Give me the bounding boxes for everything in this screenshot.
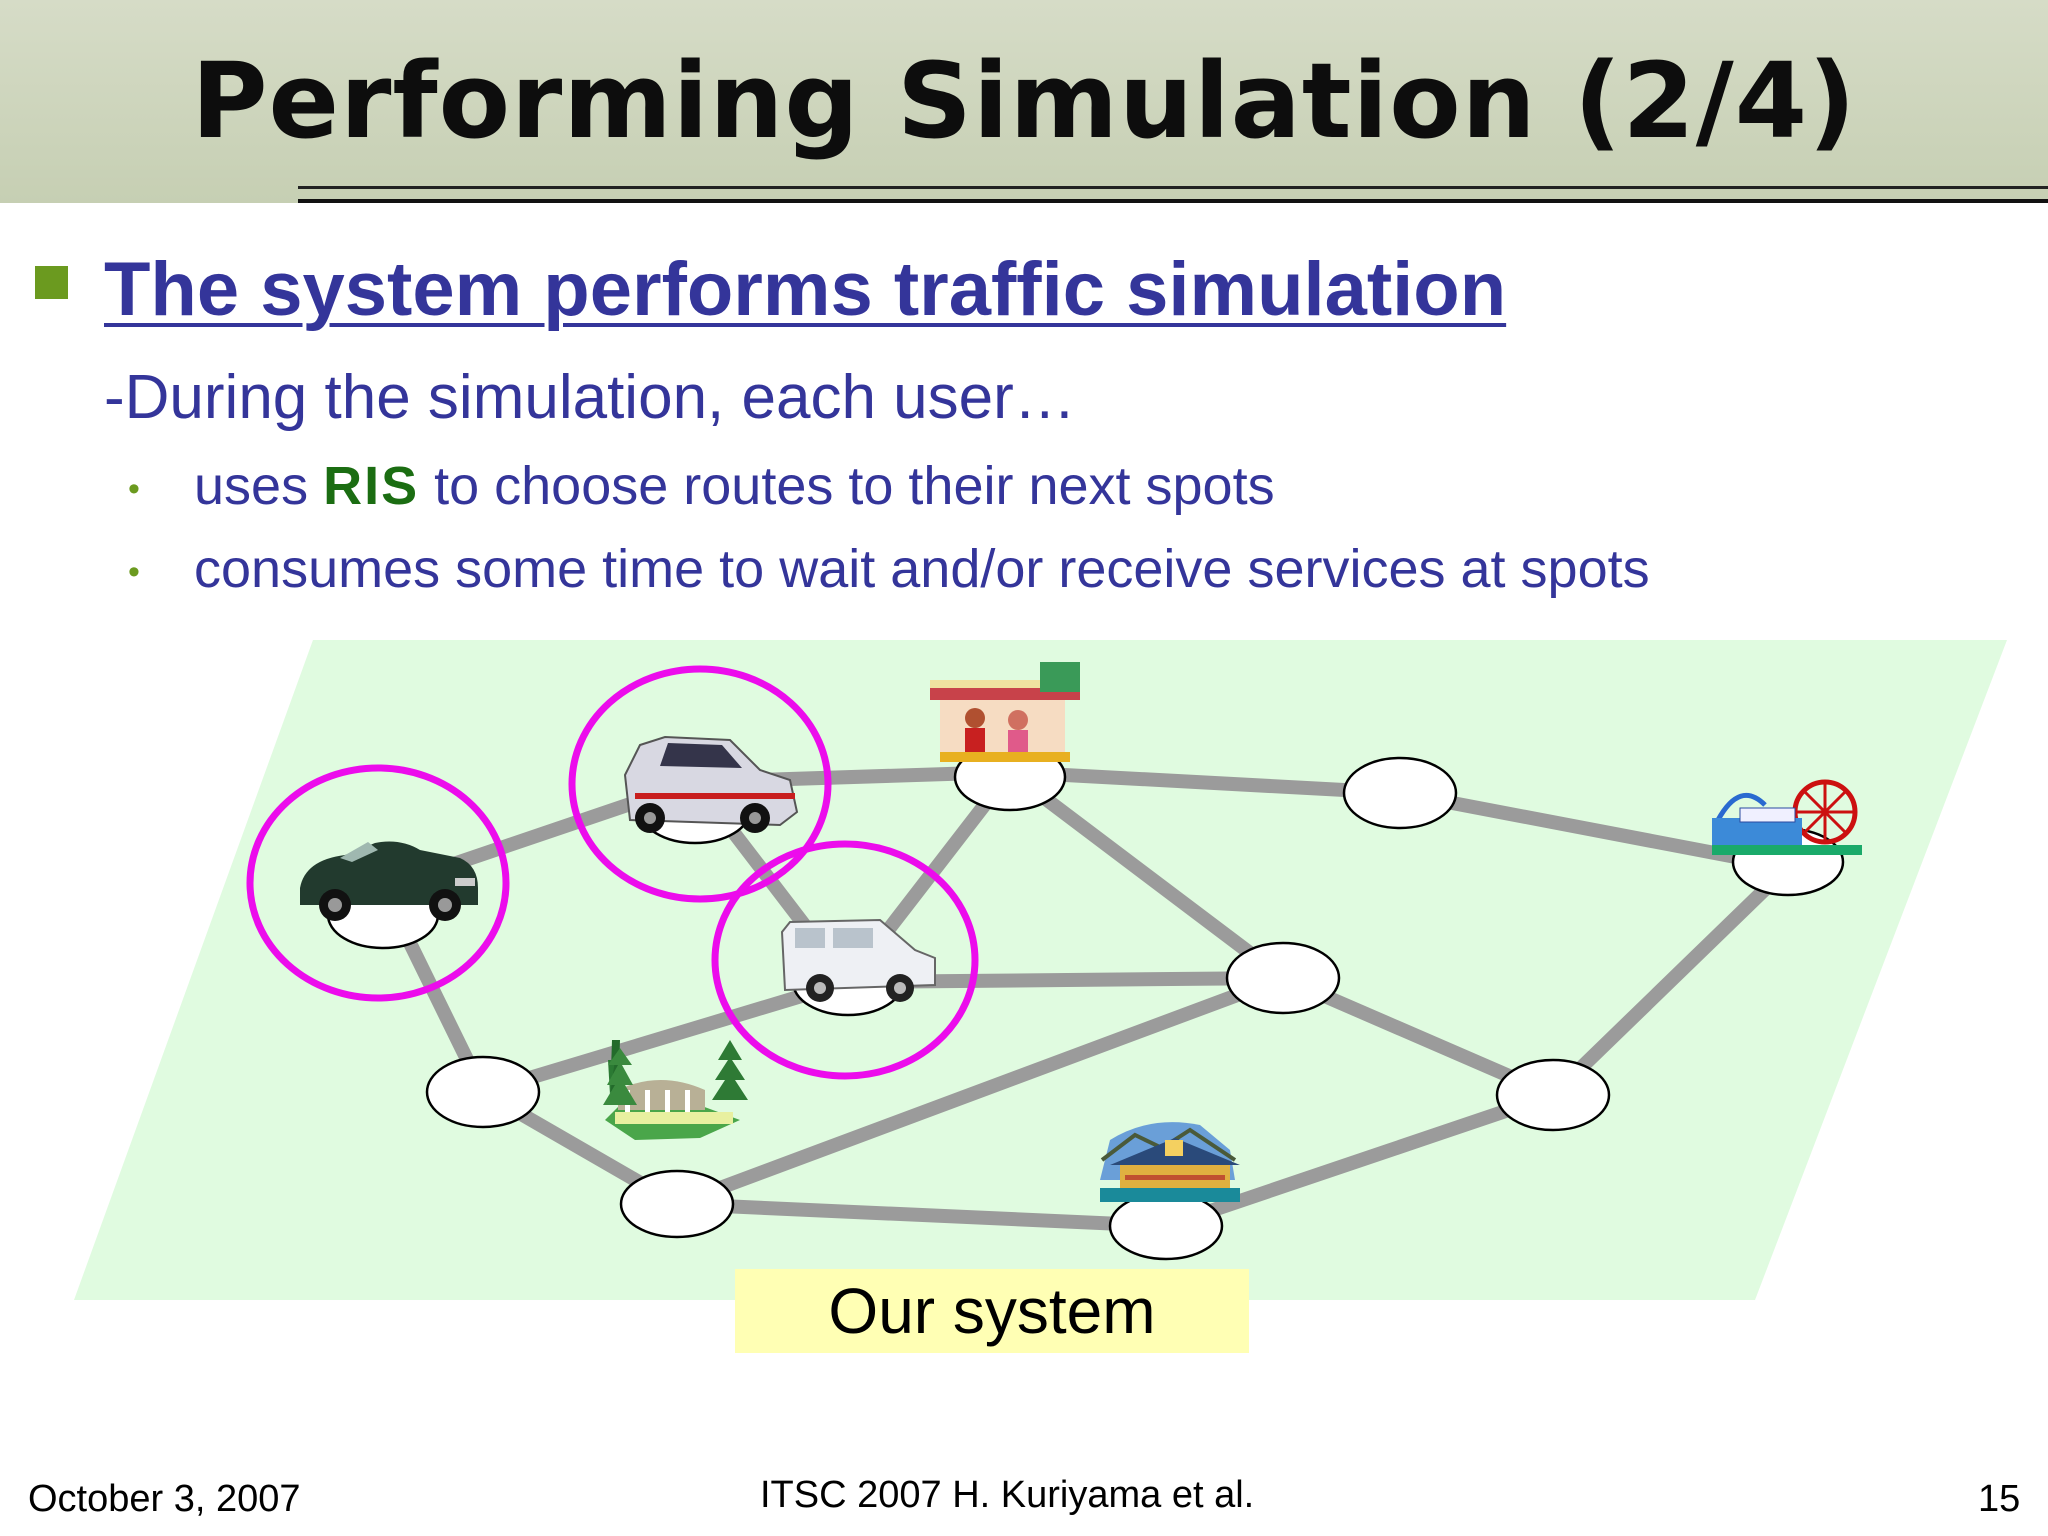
highlight-circle xyxy=(246,764,510,1002)
road xyxy=(1546,860,1795,1102)
node-spot xyxy=(1108,1191,1224,1261)
ris-highlight: RIS xyxy=(323,456,420,516)
bullet-item-time: consumes some time to wait and/or receiv… xyxy=(194,539,1650,599)
road xyxy=(476,975,855,1099)
footer-page-number: 15 xyxy=(1978,1478,2021,1520)
amusement-park-icon xyxy=(1712,779,1862,855)
road xyxy=(1159,1088,1560,1233)
road xyxy=(670,1197,1173,1233)
road xyxy=(1003,765,1407,800)
footer-date: October 3, 2007 xyxy=(28,1478,301,1520)
hatchback-car-icon xyxy=(623,735,799,833)
minivan-icon xyxy=(780,918,936,1002)
bullet-dot-icon: • xyxy=(128,470,140,508)
museum-icon xyxy=(603,1040,748,1140)
bullet-dot-icon: • xyxy=(128,553,140,591)
section-heading: The system performs traffic simulation xyxy=(104,247,1507,332)
bullet-square-icon xyxy=(35,266,68,299)
node-spot xyxy=(1342,756,1458,830)
bullet-text-pre: uses xyxy=(194,456,324,516)
highlight-circle xyxy=(568,665,832,903)
title-rule-thick xyxy=(298,199,2048,203)
node-spot xyxy=(619,1169,735,1239)
caption-our-system: Our system xyxy=(735,1269,1249,1353)
highlight-circles xyxy=(246,665,979,1080)
slide-title: Performing Simulation (2/4) xyxy=(191,40,1857,162)
highlight-circle xyxy=(711,840,979,1080)
title-rule-thin xyxy=(298,186,2048,189)
road xyxy=(670,971,1290,1211)
node-spot xyxy=(1225,941,1341,1015)
title-band xyxy=(0,0,2048,203)
footer-citation: ITSC 2007 H. Kuriyama et al. xyxy=(760,1474,1255,1516)
bullet-item-ris: uses RIS to choose routes to their next … xyxy=(194,455,1275,517)
node-spot xyxy=(425,1055,541,1129)
convertible-car-icon xyxy=(300,841,478,921)
road xyxy=(1003,765,1290,985)
subheading: -During the simulation, each user… xyxy=(104,363,1076,432)
node-spot xyxy=(1495,1058,1611,1132)
temple-icon xyxy=(1100,1122,1240,1202)
cafe-icon xyxy=(930,662,1080,762)
bullet-text-post: to choose routes to their next spots xyxy=(419,456,1275,516)
